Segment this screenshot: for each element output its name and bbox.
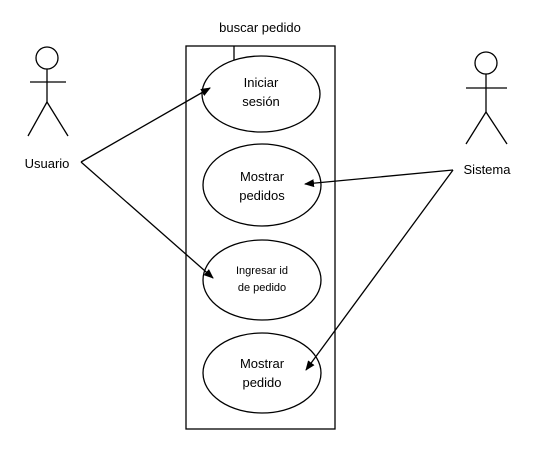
- association-sistema-mostrar-pedidos: [304, 169, 454, 188]
- association-usuario-ingresar-id: [80, 161, 214, 279]
- association-sistema-mostrar-pedido: [305, 169, 454, 371]
- actor-usuario-leg-right: [46, 101, 69, 137]
- actor-usuario-head: [35, 46, 59, 70]
- use-case-mostrar-pedido-line1: Mostrar: [240, 356, 285, 371]
- actor-usuario-leg-left: [27, 101, 48, 137]
- use-case-mostrar-pedidos-shape[interactable]: [202, 143, 322, 227]
- system-title: buscar pedido: [219, 20, 301, 35]
- use-case-ingresar-id[interactable]: Ingresar id de pedido: [202, 239, 322, 321]
- use-case-iniciar-sesion[interactable]: Iniciar sesión: [201, 55, 321, 133]
- association-usuario-iniciar-sesion: [80, 87, 211, 163]
- actor-usuario-name: Usuario: [25, 156, 70, 171]
- actor-sistema-name: Sistema: [464, 162, 512, 177]
- use-case-ingresar-id-shape[interactable]: [202, 239, 322, 321]
- actor-sistema-head: [474, 51, 498, 75]
- use-case-iniciar-sesion-line1: Iniciar: [244, 75, 279, 90]
- use-case-ingresar-id-line2: de pedido: [238, 282, 286, 294]
- use-case-mostrar-pedidos-line2: pedidos: [239, 188, 285, 203]
- actor-sistema-leg-left: [465, 111, 487, 145]
- actor-sistema: Sistema: [464, 51, 512, 177]
- actor-usuario: Usuario: [25, 46, 70, 171]
- use-case-mostrar-pedido[interactable]: Mostrar pedido: [202, 332, 322, 414]
- use-case-mostrar-pedidos[interactable]: Mostrar pedidos: [202, 143, 322, 227]
- use-case-mostrar-pedido-shape[interactable]: [202, 332, 322, 414]
- use-case-ingresar-id-line1: Ingresar id: [236, 265, 288, 277]
- use-case-mostrar-pedido-line2: pedido: [242, 375, 281, 390]
- actor-sistema-leg-right: [485, 111, 508, 145]
- use-case-iniciar-sesion-line2: sesión: [242, 94, 280, 109]
- use-case-mostrar-pedidos-line1: Mostrar: [240, 169, 285, 184]
